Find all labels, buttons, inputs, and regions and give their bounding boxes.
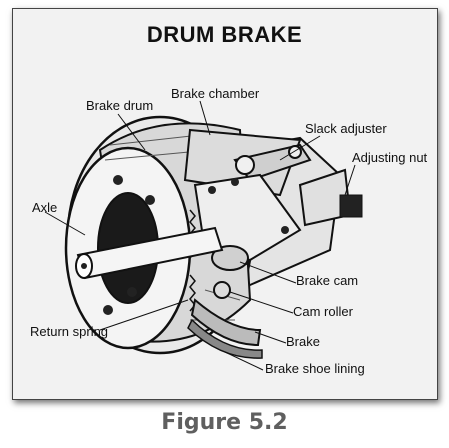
leader-lines <box>44 100 356 371</box>
adjusting-nut <box>339 194 363 218</box>
label-brake-cam: Brake cam <box>296 273 359 288</box>
brake-cam <box>211 245 249 271</box>
figure-caption: Figure 5.2 <box>161 410 288 435</box>
label-axle: Axle <box>32 200 58 215</box>
label-return-spring: Return spring <box>30 324 109 339</box>
lug-hole <box>127 287 137 297</box>
brake-shoe-lining <box>187 318 263 359</box>
label-slack-adjuster: Slack adjuster <box>305 121 387 136</box>
axle-center <box>81 263 87 269</box>
label-adjusting-nut: Adjusting nut <box>352 150 428 165</box>
adjuster-clevis <box>288 145 302 159</box>
label-brake-drum: Brake drum <box>86 98 154 113</box>
slack-adjuster-pivot <box>235 155 255 175</box>
diagram-title: DRUM BRAKE <box>146 22 303 47</box>
label-brake-shoe-lining: Brake shoe lining <box>265 361 365 376</box>
brake-shoe <box>190 298 262 347</box>
lug-hole <box>113 175 123 185</box>
lug-hole <box>145 195 155 205</box>
cam-roller <box>213 281 231 299</box>
lug-hole <box>103 305 113 315</box>
label-cam-roller: Cam roller <box>293 304 353 319</box>
bolt <box>231 178 239 186</box>
label-brake: Brake <box>286 334 320 349</box>
bolt <box>208 186 216 194</box>
bolt <box>281 226 289 234</box>
label-brake-chamber: Brake chamber <box>171 86 260 101</box>
